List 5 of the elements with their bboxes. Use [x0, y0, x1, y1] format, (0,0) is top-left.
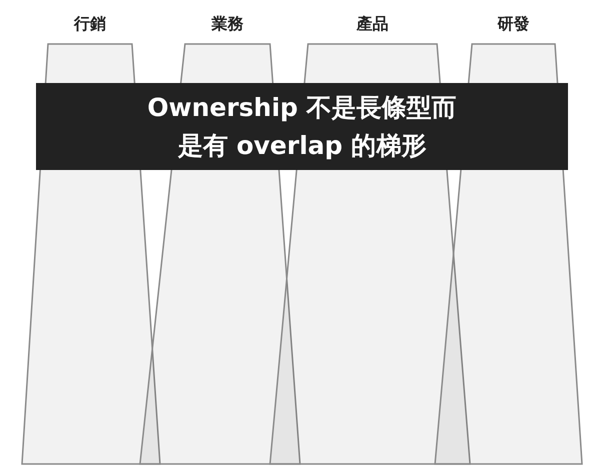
column-heading: 業務 — [212, 14, 244, 34]
column-heading: 行銷 — [74, 14, 106, 34]
column-heading: 產品 — [356, 14, 388, 34]
title-banner: Ownership 不是長條型而是有 overlap 的梯形 — [36, 83, 568, 170]
column-heading: 研發 — [498, 14, 530, 34]
